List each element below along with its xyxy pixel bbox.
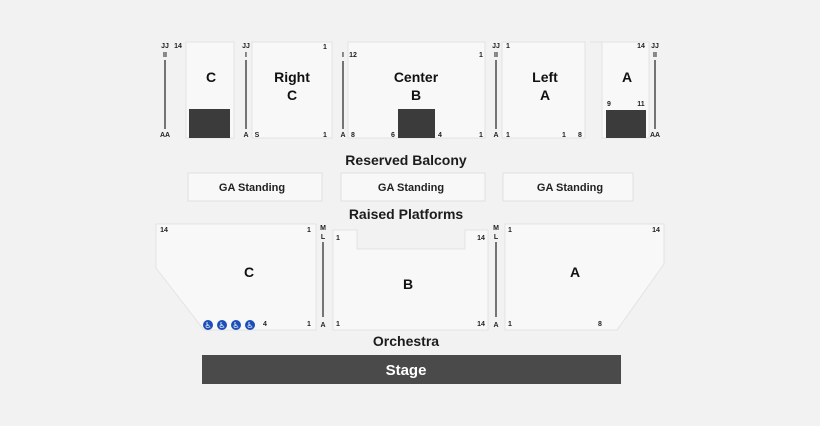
balcony-center-b-seat-top-right: 1 (479, 52, 483, 59)
orchestra-b-row-l: L (321, 234, 326, 241)
ga-standing-3[interactable]: GA Standing (502, 172, 634, 202)
balcony-a-row-top: JJ (651, 43, 659, 50)
orchestra-a-seat-top-right: 14 (652, 227, 660, 234)
wheelchair-icon: ♿ (217, 320, 227, 330)
balcony-left-a-row-top: JJ (492, 43, 500, 50)
balcony-a-block (606, 110, 646, 138)
balcony-right-c-row-bottom: A (243, 132, 248, 139)
balcony-a-seat-top: 14 (637, 43, 645, 50)
balcony-center-b-seat-bottom-right: 1 (479, 132, 483, 139)
orchestra-section-a[interactable]: A M L A 1 14 1 8 (493, 223, 665, 331)
orchestra-b-name: B (403, 276, 413, 292)
orchestra-b-seat-bottom-right: 14 (477, 321, 485, 328)
stage-label: Stage (386, 362, 427, 379)
wheelchair-icon: ♿ (231, 320, 241, 330)
balcony-center-b-seat-block-right: 4 (438, 132, 442, 139)
balcony-left-a-name2: A (540, 87, 550, 103)
balcony-right-c-seat-bottom-left: S (255, 132, 260, 139)
balcony-center-b-seat-top-left: 12 (349, 52, 357, 59)
orchestra-c-seat-top-left: 14 (160, 227, 168, 234)
orchestra-c-seat-bottom-right: 1 (307, 321, 311, 328)
wheelchair-icon: ♿ (203, 320, 213, 330)
balcony-a-seat-block-left: 9 (607, 101, 611, 108)
orchestra-b-seat-top-left: 1 (336, 235, 340, 242)
balcony-left-a-row-bottom: A (493, 132, 498, 139)
balcony-left-a-name1: Left (532, 69, 558, 85)
balcony-right-c-row-top: JJ (242, 43, 250, 50)
balcony-a-seat-block-right: 11 (637, 101, 645, 108)
balcony-right-c-seat-bottom-right: 1 (323, 132, 327, 139)
ga-standing-1-label: GA Standing (219, 182, 285, 194)
balcony-right-c-row-sep: I (245, 52, 247, 59)
balcony-center-b-seat-bottom-left: 8 (351, 132, 355, 139)
balcony-a-row-sep: II (653, 52, 657, 59)
balcony-c-row-sep: II (163, 52, 167, 59)
orchestra-a-row-l: L (494, 234, 499, 241)
orchestra-b-row-m: M (320, 225, 326, 232)
balcony-c-name: C (206, 69, 216, 85)
balcony-right-c-name1: Right (274, 69, 310, 85)
orchestra-c-seat-top-right: 1 (307, 227, 311, 234)
platforms-title: Raised Platforms (349, 206, 464, 222)
balcony-c-row-bottom: AA (160, 132, 170, 139)
orchestra-b-row-bottom: A (320, 322, 325, 329)
orchestra-b-seat-top-right: 14 (477, 235, 485, 242)
svg-text:♿: ♿ (246, 321, 253, 330)
orchestra-a-seat-bottom-left: 1 (508, 321, 512, 328)
balcony-right-c-seat-top-right: 1 (323, 44, 327, 51)
balcony-left-a-seat-bottom-mid: 1 (562, 132, 566, 139)
balcony-section-a[interactable]: A 14 JJ II AA 9 11 (590, 41, 660, 139)
stage: Stage (202, 355, 621, 384)
balcony-left-a-seat-bottom-left: 1 (506, 132, 510, 139)
balcony-center-b-row-bottom: A (340, 132, 345, 139)
svg-text:♿: ♿ (218, 321, 225, 330)
orchestra-section-c[interactable]: C 14 1 4 1 ♿ ♿ ♿ ♿ (155, 223, 317, 331)
balcony-section-left-a[interactable]: Left A JJ II 1 A 1 1 8 (492, 41, 586, 139)
orchestra-section-b[interactable]: B M L A 1 14 1 14 (320, 225, 489, 331)
wheelchair-icon: ♿ (245, 320, 255, 330)
balcony-section-right-c[interactable]: Right C JJ I A S 1 1 (242, 41, 333, 139)
ga-standing-1[interactable]: GA Standing (187, 172, 323, 202)
ga-standing-3-label: GA Standing (537, 182, 603, 194)
orchestra-b-seat-bottom-left: 1 (336, 321, 340, 328)
balcony-c-block (189, 109, 230, 138)
balcony-center-b-name2: B (411, 87, 421, 103)
orchestra-a-row-m: M (493, 225, 499, 232)
balcony-section-c[interactable]: C 14 JJ II AA (160, 41, 235, 139)
balcony-right-c-name2: C (287, 87, 297, 103)
svg-text:♿: ♿ (204, 321, 211, 330)
balcony-center-block (398, 109, 435, 138)
balcony-title: Reserved Balcony (345, 152, 467, 168)
balcony-c-seat-top: 14 (174, 43, 182, 50)
balcony-left-a-seat-bottom-right: 8 (578, 132, 582, 139)
orchestra-c-seat-bottom-mid: 4 (263, 321, 267, 328)
ga-standing-2-label: GA Standing (378, 182, 444, 194)
balcony-left-a-seat-top-left: 1 (506, 43, 510, 50)
ga-standing-2[interactable]: GA Standing (340, 172, 486, 202)
balcony-a-name: A (622, 69, 632, 85)
orchestra-c-name: C (244, 264, 254, 280)
balcony-left-a-row-sep: II (494, 52, 498, 59)
orchestra-a-row-bottom: A (493, 322, 498, 329)
orchestra-a-seat-bottom-right: 8 (598, 321, 602, 328)
orchestra-a-name: A (570, 264, 580, 280)
balcony-section-center-b[interactable]: Center B I 12 1 A 8 6 4 1 (340, 41, 486, 139)
balcony-center-b-seat-block-left: 6 (391, 132, 395, 139)
svg-text:♿: ♿ (232, 321, 239, 330)
orchestra-a-seat-top-left: 1 (508, 227, 512, 234)
balcony-center-b-name1: Center (394, 69, 439, 85)
balcony-c-row-top: JJ (161, 43, 169, 50)
balcony-a-row-bottom: AA (650, 132, 660, 139)
orchestra-title: Orchestra (373, 333, 439, 349)
balcony-center-b-row-top: I (342, 52, 344, 59)
